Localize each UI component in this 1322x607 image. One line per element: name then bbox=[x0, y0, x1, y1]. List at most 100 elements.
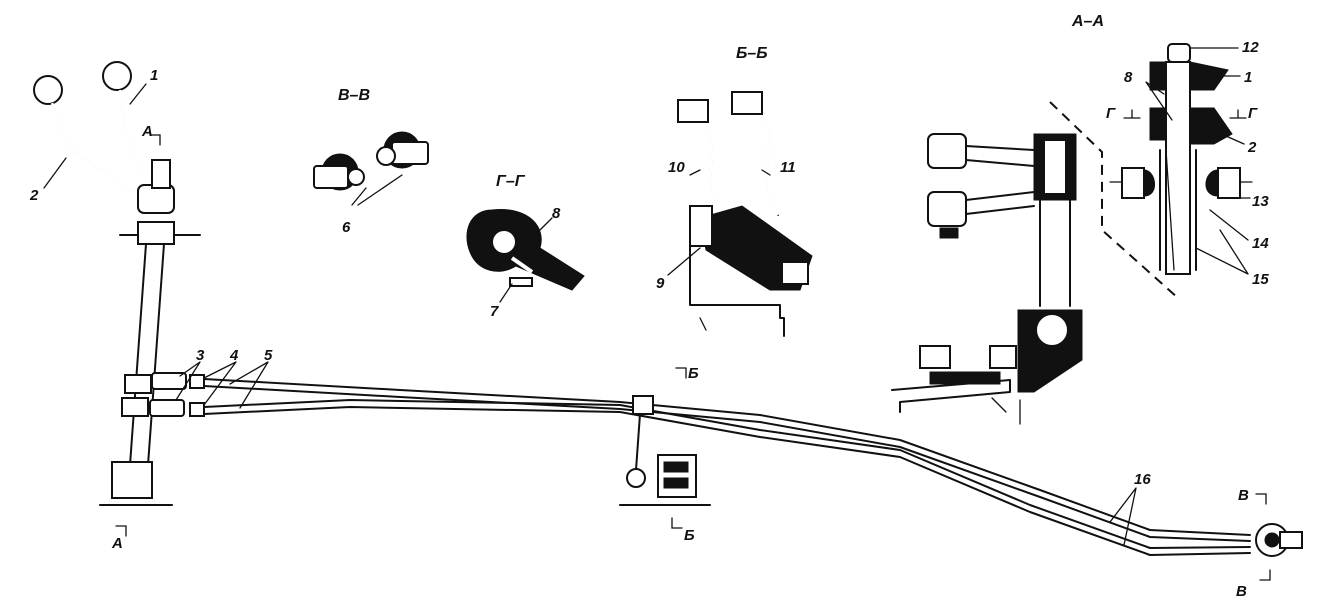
section-b-b bbox=[667, 91, 813, 337]
vv-joint-right-body bbox=[391, 141, 429, 165]
aa-shaft bbox=[1165, 61, 1191, 275]
aa-base-plate bbox=[891, 379, 1011, 413]
cut-letter-v-top: В bbox=[1238, 487, 1249, 504]
gg-slot bbox=[510, 256, 534, 274]
aa-base-hatch bbox=[929, 371, 1001, 385]
shift-rod-upper-a bbox=[203, 378, 1251, 536]
part-label-1-aa: 1 bbox=[1244, 69, 1252, 86]
aa-arm-lower-head bbox=[927, 191, 967, 227]
vv-joint-left-ball bbox=[347, 168, 365, 186]
leader-2 bbox=[43, 157, 67, 189]
column-base bbox=[111, 461, 153, 499]
aa-bushing-left bbox=[1143, 169, 1155, 197]
leader-14 bbox=[1209, 209, 1249, 241]
part-label-3: 3 bbox=[196, 347, 205, 364]
leader-6 bbox=[351, 174, 403, 206]
lever-pivot-ear bbox=[151, 159, 171, 189]
part-label-1: 1 bbox=[150, 67, 158, 84]
title-section-g-g: Г–Г bbox=[496, 173, 526, 190]
shift-column bbox=[129, 243, 165, 466]
part-label-12: 12 bbox=[1242, 39, 1259, 56]
part-label-2: 2 bbox=[29, 187, 39, 204]
cut-letter-g-right: Г bbox=[1248, 105, 1258, 122]
leader-7 bbox=[499, 283, 513, 303]
support-lever bbox=[635, 413, 641, 471]
column-clamp-lower bbox=[121, 397, 149, 417]
part-label-15: 15 bbox=[1252, 271, 1269, 288]
aa-lower-lever-left bbox=[1149, 107, 1167, 141]
aa-arm-lower-nut bbox=[939, 227, 959, 239]
part-label-7: 7 bbox=[490, 303, 499, 320]
part-label-4: 4 bbox=[229, 347, 239, 364]
clevis-lower bbox=[149, 399, 185, 417]
rod-end-joint-core bbox=[1264, 532, 1280, 548]
vv-joint-left-body bbox=[313, 165, 349, 189]
title-section-b-b: Б–Б bbox=[736, 45, 768, 62]
part-label-8-aa: 8 bbox=[1124, 69, 1133, 86]
section-titles: В–В Г–Г Б–Б А–А bbox=[338, 13, 1104, 190]
cut-mark-letters: А А Б Б В В Г Г bbox=[111, 105, 1258, 600]
bb-rod-11 bbox=[745, 99, 779, 216]
leader-1 bbox=[129, 83, 147, 105]
leader-15 bbox=[1195, 229, 1249, 275]
bb-pivot-bolt-left bbox=[689, 205, 713, 247]
aa-bolt-left bbox=[1121, 167, 1145, 199]
cut-mark-v-bottom bbox=[1259, 569, 1271, 581]
bb-bracket bbox=[689, 239, 785, 337]
section-a-a-detail bbox=[1109, 43, 1253, 275]
cut-mark-g-left bbox=[1123, 109, 1141, 119]
aa-cap-nut bbox=[1167, 43, 1191, 63]
aa-base-bolt-left bbox=[919, 345, 951, 369]
aa-upper-bore bbox=[1043, 139, 1067, 195]
part-label-6: 6 bbox=[342, 219, 351, 236]
part-label-5: 5 bbox=[264, 347, 273, 364]
shift-rod-upper-b bbox=[203, 385, 1251, 542]
cut-mark-a-bottom bbox=[115, 525, 127, 537]
clevis-upper bbox=[151, 372, 187, 390]
gear-levers bbox=[33, 61, 201, 506]
section-g-g bbox=[466, 209, 585, 303]
cut-letter-a-bottom: А bbox=[111, 535, 123, 552]
leader-8-aa bbox=[1145, 81, 1173, 121]
aa-bushing-right bbox=[1205, 169, 1219, 197]
cut-mark-a-top bbox=[149, 134, 161, 146]
part-label-9: 9 bbox=[656, 275, 665, 292]
aa-lower-ball bbox=[1035, 313, 1069, 347]
lever-knob-right bbox=[102, 61, 132, 91]
cut-mark-v-top bbox=[1255, 493, 1267, 505]
leader-16 bbox=[1109, 487, 1137, 546]
part-label-11: 11 bbox=[780, 159, 796, 176]
main-leaders bbox=[43, 83, 1271, 581]
bracket-window-top bbox=[663, 461, 689, 473]
leader-9 bbox=[667, 247, 701, 276]
shift-rod-lower-b bbox=[203, 406, 1251, 556]
aa-cut-line bbox=[1049, 101, 1179, 299]
aa-bolt-right bbox=[1217, 167, 1241, 199]
aa-arm-lower bbox=[965, 191, 1035, 215]
support-clamp bbox=[632, 395, 654, 415]
cut-letter-a-top: А bbox=[141, 123, 153, 140]
lever-pivot-head bbox=[137, 184, 175, 214]
bb-rod-10 bbox=[695, 109, 723, 213]
gg-lever-hatched bbox=[466, 209, 585, 291]
part-label-16: 16 bbox=[1134, 471, 1151, 488]
aa-lower-lever-right bbox=[1189, 107, 1233, 145]
leader-3 bbox=[175, 361, 201, 401]
shift-rod-lower-a bbox=[203, 399, 1251, 549]
title-section-v-v: В–В bbox=[338, 87, 370, 104]
bb-bracket-tick bbox=[699, 317, 707, 331]
part-label-2-aa: 2 bbox=[1247, 139, 1257, 156]
locknut-upper bbox=[189, 374, 205, 389]
column-clamp-upper bbox=[124, 374, 152, 394]
leader-5 bbox=[229, 361, 269, 409]
lever-knob-left bbox=[33, 75, 63, 105]
part-numbers: 1 2 3 4 5 6 7 8 9 10 11 12 1 8 2 13 14 1… bbox=[29, 39, 1269, 488]
rod-end-bracket bbox=[1279, 531, 1303, 549]
vv-joint-right-ball bbox=[376, 146, 396, 166]
bb-leaders bbox=[689, 169, 771, 176]
part-label-13: 13 bbox=[1252, 193, 1269, 210]
gg-pin bbox=[509, 277, 533, 287]
cut-mark-b-bottom bbox=[671, 517, 683, 529]
lever-rod-left bbox=[51, 102, 141, 196]
aa-base-bolt-right bbox=[989, 345, 1017, 369]
